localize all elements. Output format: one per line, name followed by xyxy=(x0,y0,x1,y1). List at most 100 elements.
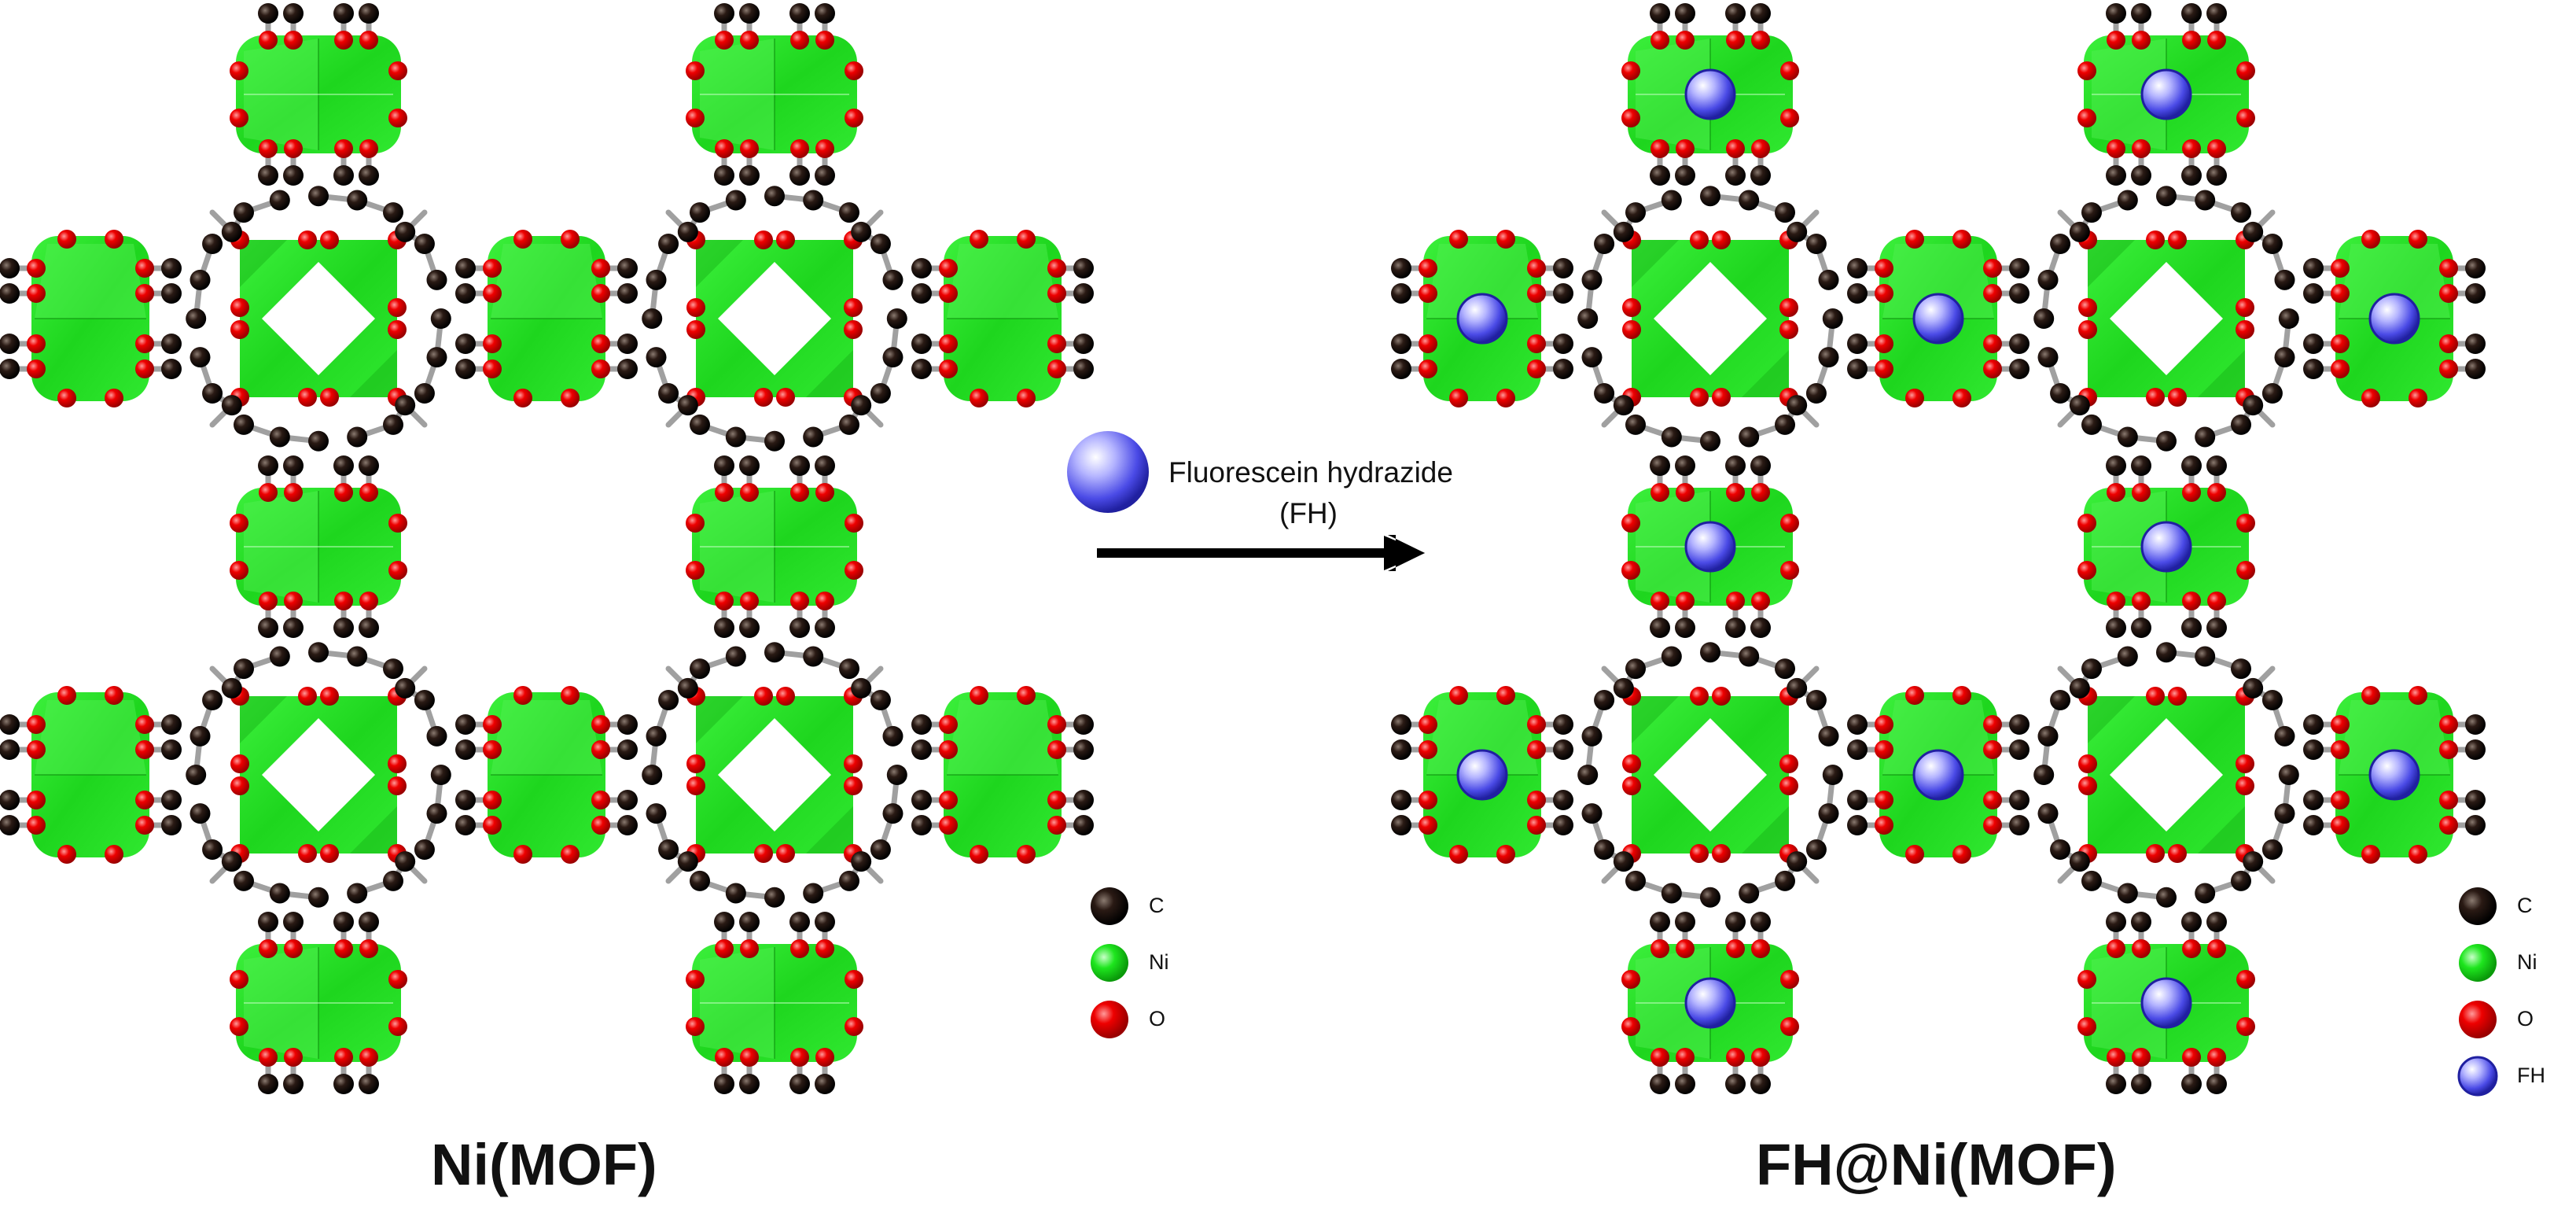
oxygen-atom xyxy=(815,592,834,610)
carbon-atom xyxy=(882,725,903,747)
carbon-atom xyxy=(2081,414,2102,435)
carbon-atom xyxy=(190,269,211,290)
carbon-atom xyxy=(839,658,859,680)
oxygen-atom xyxy=(284,31,303,50)
oxygen-atom xyxy=(359,592,378,610)
carbon-atom xyxy=(642,308,663,329)
oxygen-atom xyxy=(1952,230,1971,249)
oxygen-atom xyxy=(135,359,154,378)
carbon-atom xyxy=(2243,677,2264,699)
fh-guest-molecule xyxy=(1456,293,1508,345)
oxygen-atom xyxy=(754,230,773,249)
oxygen-atom xyxy=(2146,388,2165,407)
carbon-atom xyxy=(161,815,182,835)
carbon-atom xyxy=(2106,3,2126,24)
carbon-atom xyxy=(0,790,20,810)
carbon-atom xyxy=(2106,618,2126,638)
oxygen-atom xyxy=(776,687,795,706)
carbon-atom xyxy=(2117,883,2138,904)
carbon-atom xyxy=(202,690,223,710)
oxygen-atom xyxy=(230,776,249,795)
oxygen-atom xyxy=(1875,334,1893,353)
oxygen-atom xyxy=(1726,1048,1745,1067)
carbon-atom xyxy=(1577,308,1599,329)
oxygen-atom xyxy=(1419,284,1437,303)
carbon-atom xyxy=(308,887,329,908)
carbon-atom xyxy=(1613,221,1634,242)
carbon-atom xyxy=(1553,739,1573,760)
oxygen-atom xyxy=(1419,334,1437,353)
carbon-atom xyxy=(617,359,638,379)
oxygen-atom xyxy=(388,61,407,80)
oxygen-atom xyxy=(2132,592,2151,610)
oxygen-atom xyxy=(135,284,154,303)
oxygen-atom xyxy=(1780,514,1799,533)
carbon-atom xyxy=(1750,1074,1771,1094)
pore xyxy=(262,262,375,375)
carbon-atom xyxy=(714,455,734,476)
oxygen-atom xyxy=(513,230,532,249)
carbon-atom xyxy=(383,870,403,891)
oxygen-atom xyxy=(2361,686,2380,705)
carbon-atom xyxy=(0,359,20,379)
carbon-atom xyxy=(714,165,734,186)
carbon-atom xyxy=(617,739,638,760)
oxygen-atom xyxy=(740,31,759,50)
carbon-atom xyxy=(1073,714,1094,735)
carbon-atom xyxy=(882,269,903,290)
oxygen-atom xyxy=(561,686,580,705)
carbon-atom xyxy=(725,426,746,448)
carbon-atom xyxy=(2069,395,2090,416)
oxygen-atom xyxy=(740,139,759,158)
oxygen-atom xyxy=(754,687,773,706)
carbon-atom xyxy=(1594,839,1615,860)
carbon-atom xyxy=(815,1074,835,1094)
carbon-atom xyxy=(690,658,710,680)
carbon-atom xyxy=(1650,165,1670,186)
carbon-atom xyxy=(2206,3,2227,24)
carbon-atom xyxy=(2181,165,2202,186)
panel-title-ni-mof: Ni(MOF) xyxy=(431,1132,657,1197)
oxygen-atom xyxy=(844,320,863,339)
carbon-atom xyxy=(1700,887,1720,908)
oxygen-atom xyxy=(284,483,303,502)
carbon-atom xyxy=(1625,202,1646,223)
carbon-atom xyxy=(725,190,746,211)
carbon-atom xyxy=(789,1074,810,1094)
carbon-atom xyxy=(258,3,278,24)
carbon-atom xyxy=(1391,790,1411,810)
carbon-atom xyxy=(2131,618,2151,638)
oxygen-atom xyxy=(686,754,705,773)
oxygen-atom xyxy=(1875,791,1893,809)
carbon-atom xyxy=(1805,234,1827,254)
carbon-atom xyxy=(2156,186,2177,207)
carbon-atom xyxy=(414,839,435,860)
oxygen-atom xyxy=(686,970,705,989)
carbon-atom xyxy=(283,3,304,24)
oxygen-atom xyxy=(1527,740,1546,759)
oxygen-atom xyxy=(2439,259,2458,278)
carbon-atom xyxy=(383,658,403,680)
oxygen-atom xyxy=(2361,845,2380,864)
oxygen-atom xyxy=(1017,845,1036,864)
carbon-atom xyxy=(882,347,903,368)
oxygen-atom xyxy=(1650,483,1669,502)
carbon-atom xyxy=(0,739,20,760)
oxygen-atom xyxy=(1621,970,1640,989)
carbon-atom xyxy=(2274,803,2295,824)
oxygen-atom xyxy=(230,970,248,989)
oxygen-atom xyxy=(57,686,76,705)
carbon-atom xyxy=(359,618,379,638)
carbon-atom xyxy=(1750,165,1771,186)
carbon-atom xyxy=(2009,790,2030,810)
oxygen-atom xyxy=(2168,844,2187,863)
carbon-atom xyxy=(2037,803,2059,824)
oxygen-atom xyxy=(1527,359,1546,378)
carbon-atom xyxy=(283,165,304,186)
carbon-atom xyxy=(739,3,760,24)
oxygen-atom xyxy=(230,298,249,317)
oxygen-atom xyxy=(790,592,809,610)
carbon-atom xyxy=(202,234,223,254)
carbon-atom xyxy=(161,283,182,304)
oxygen-atom xyxy=(57,845,76,864)
